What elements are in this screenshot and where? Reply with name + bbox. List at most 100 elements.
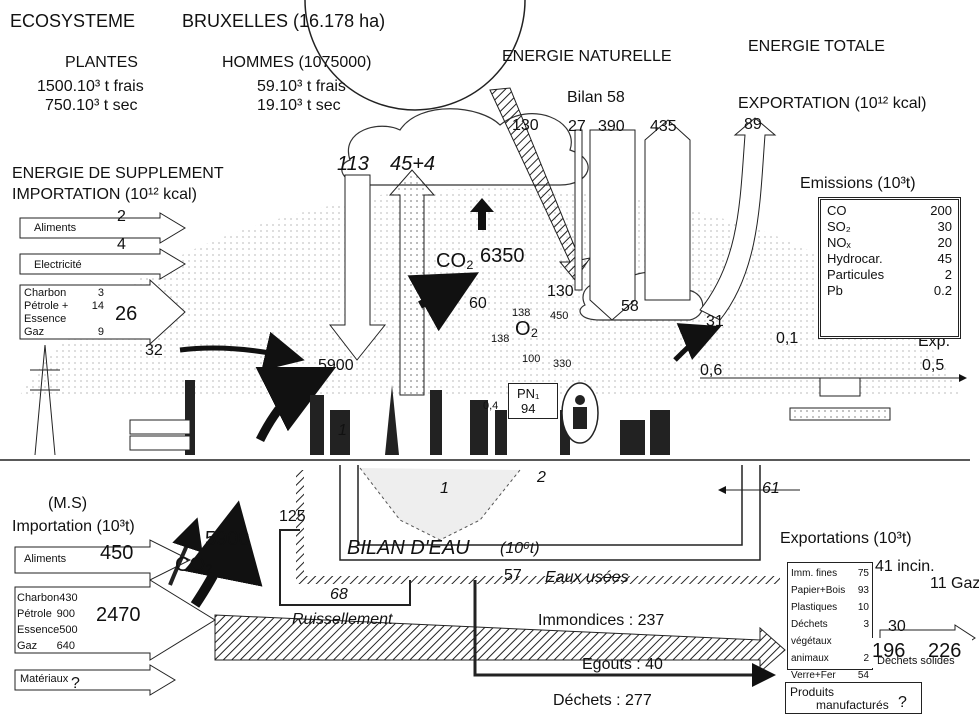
supp-fuel-row: Charbon 3: [24, 287, 104, 300]
matter-fuel-list: Charbon430Pétrole900Essence500Gaz640: [17, 590, 75, 654]
value-125: 125: [279, 508, 306, 526]
matter-fuel-value: 640: [57, 638, 75, 654]
ms-label: (M.S): [48, 495, 87, 513]
export-item-name: Imm. fines: [791, 565, 837, 582]
supp-aliments-value: 2: [117, 208, 126, 226]
export-item-name: animaux: [791, 650, 829, 667]
value-100: 100: [522, 353, 540, 365]
matter-fuel-row: Pétrole 900: [17, 606, 75, 622]
export-item-value: 93: [858, 582, 869, 599]
exportation-title: EXPORTATION (10¹² kcal): [738, 95, 926, 113]
ecosystem-title: ECOSYSTEME: [10, 12, 135, 32]
ruissellement-label: Ruissellement: [292, 611, 392, 629]
value-390: 390: [598, 118, 625, 136]
value-113: 113: [337, 153, 369, 175]
emission-name: SO₂: [827, 219, 851, 235]
matter-co2-value: 5900: [205, 528, 250, 550]
matter-fuel-name: Essence: [17, 622, 59, 638]
export-row: Plastiques10: [791, 599, 869, 616]
manufactures-label: manufacturés: [816, 699, 889, 712]
emissions-title: Emissions (10³t): [800, 175, 916, 193]
materiaux-q: ?: [71, 675, 80, 693]
trees-row: [790, 408, 890, 420]
matter-fuel-name: Pétrole: [17, 606, 52, 622]
matter-fuel-total: 2470: [96, 604, 141, 626]
value-138-b: 138: [491, 333, 509, 345]
supp-fuel-row: Pétrole + 14: [24, 300, 104, 313]
value-130-bottom: 130: [547, 283, 574, 301]
export-item-value: 10: [858, 599, 869, 616]
materiaux-label: Matériaux: [20, 673, 68, 685]
egouts-label: Egouts : 40: [582, 656, 663, 674]
export-item-value: 2: [863, 650, 869, 667]
emission-name: Pb: [827, 283, 843, 299]
plants-title: PLANTES: [65, 54, 138, 72]
export-item-name: Déchets végétaux: [791, 616, 863, 650]
people-title: HOMMES (1075000): [222, 54, 371, 72]
supp-total-import: 32: [145, 342, 163, 360]
matter-aliments-value: 450: [100, 542, 133, 564]
emissions-row: SO₂ 30: [827, 219, 952, 235]
manufactures-q: ?: [898, 694, 907, 712]
value-58: 58: [621, 298, 639, 316]
flow-390: [590, 130, 635, 320]
supp-fuel-value: 3: [98, 287, 104, 300]
basin: [360, 468, 520, 540]
value-61: 61: [762, 480, 780, 498]
people-dry: 19.10³ t sec: [257, 97, 341, 115]
emission-value: 30: [938, 219, 952, 235]
value-45-4: 45+4: [390, 153, 435, 175]
supp-electricite-value: 4: [117, 236, 126, 254]
value-60: 60: [469, 295, 487, 313]
supp-fuel-name: Charbon: [24, 287, 66, 300]
export-incin: 41 incin.: [875, 558, 935, 576]
supp-fuel-name: Essence: [24, 313, 66, 326]
value-68: 68: [330, 586, 348, 604]
value-1-b: 1: [440, 480, 449, 498]
supp-fuel-name: Pétrole +: [24, 300, 68, 313]
matter-aliments-label: Aliments: [24, 553, 66, 565]
supp-fuel-total: 26: [115, 303, 137, 325]
value-06: 0,6: [700, 362, 722, 380]
supp-fuel-value: 14: [92, 300, 104, 313]
eaux-usees-label: Eaux usées: [545, 569, 629, 587]
export-row: Imm. fines 75: [791, 565, 869, 582]
value-1-a: 1: [338, 422, 347, 440]
value-01: 0,1: [776, 330, 798, 348]
emission-name: Hydrocar.: [827, 251, 883, 267]
o2-label: O₂: [515, 318, 538, 340]
emission-value: 2: [945, 267, 952, 283]
matter-fuel-row: Essence500: [17, 622, 75, 638]
cloud-shape: [342, 109, 588, 185]
emissions-box: CO200SO₂30NOₓ20Hydrocar.45Particules2Pb0…: [818, 197, 961, 339]
water-balance-title: BILAN D'EAU: [347, 537, 470, 559]
export-item-value: 75: [858, 565, 869, 582]
people-fresh: 59.10³ t frais: [257, 78, 346, 96]
matter-fuel-name: Gaz: [17, 638, 37, 654]
supp-fuel-row: Essence: [24, 313, 104, 326]
value-330: 330: [553, 358, 571, 370]
bilan-label: Bilan 58: [567, 89, 625, 107]
value-05: 0,5: [922, 357, 944, 375]
pn-box: PN₁ 94: [508, 383, 558, 419]
value-57: 57: [504, 567, 522, 585]
value-31: 31: [706, 313, 724, 331]
supplement-subtitle: IMPORTATION (10¹² kcal): [12, 186, 197, 204]
exportation-value: 89: [744, 116, 762, 134]
export-item-value: 3: [863, 616, 869, 650]
exportations-list: Imm. fines75Papier+Bois93Plastiques10Déc…: [788, 563, 872, 686]
flow-435: [645, 120, 690, 300]
co2-center-label: CO₂: [436, 250, 474, 272]
matter-fuel-value: 900: [57, 606, 75, 622]
co2-center-value: 6350: [480, 245, 525, 267]
products-box: Produits manufacturés ?: [785, 682, 922, 714]
plants-fresh: 1500.10³ t frais: [37, 78, 144, 96]
natural-energy-title: ENERGIE NATURELLE: [502, 48, 672, 66]
